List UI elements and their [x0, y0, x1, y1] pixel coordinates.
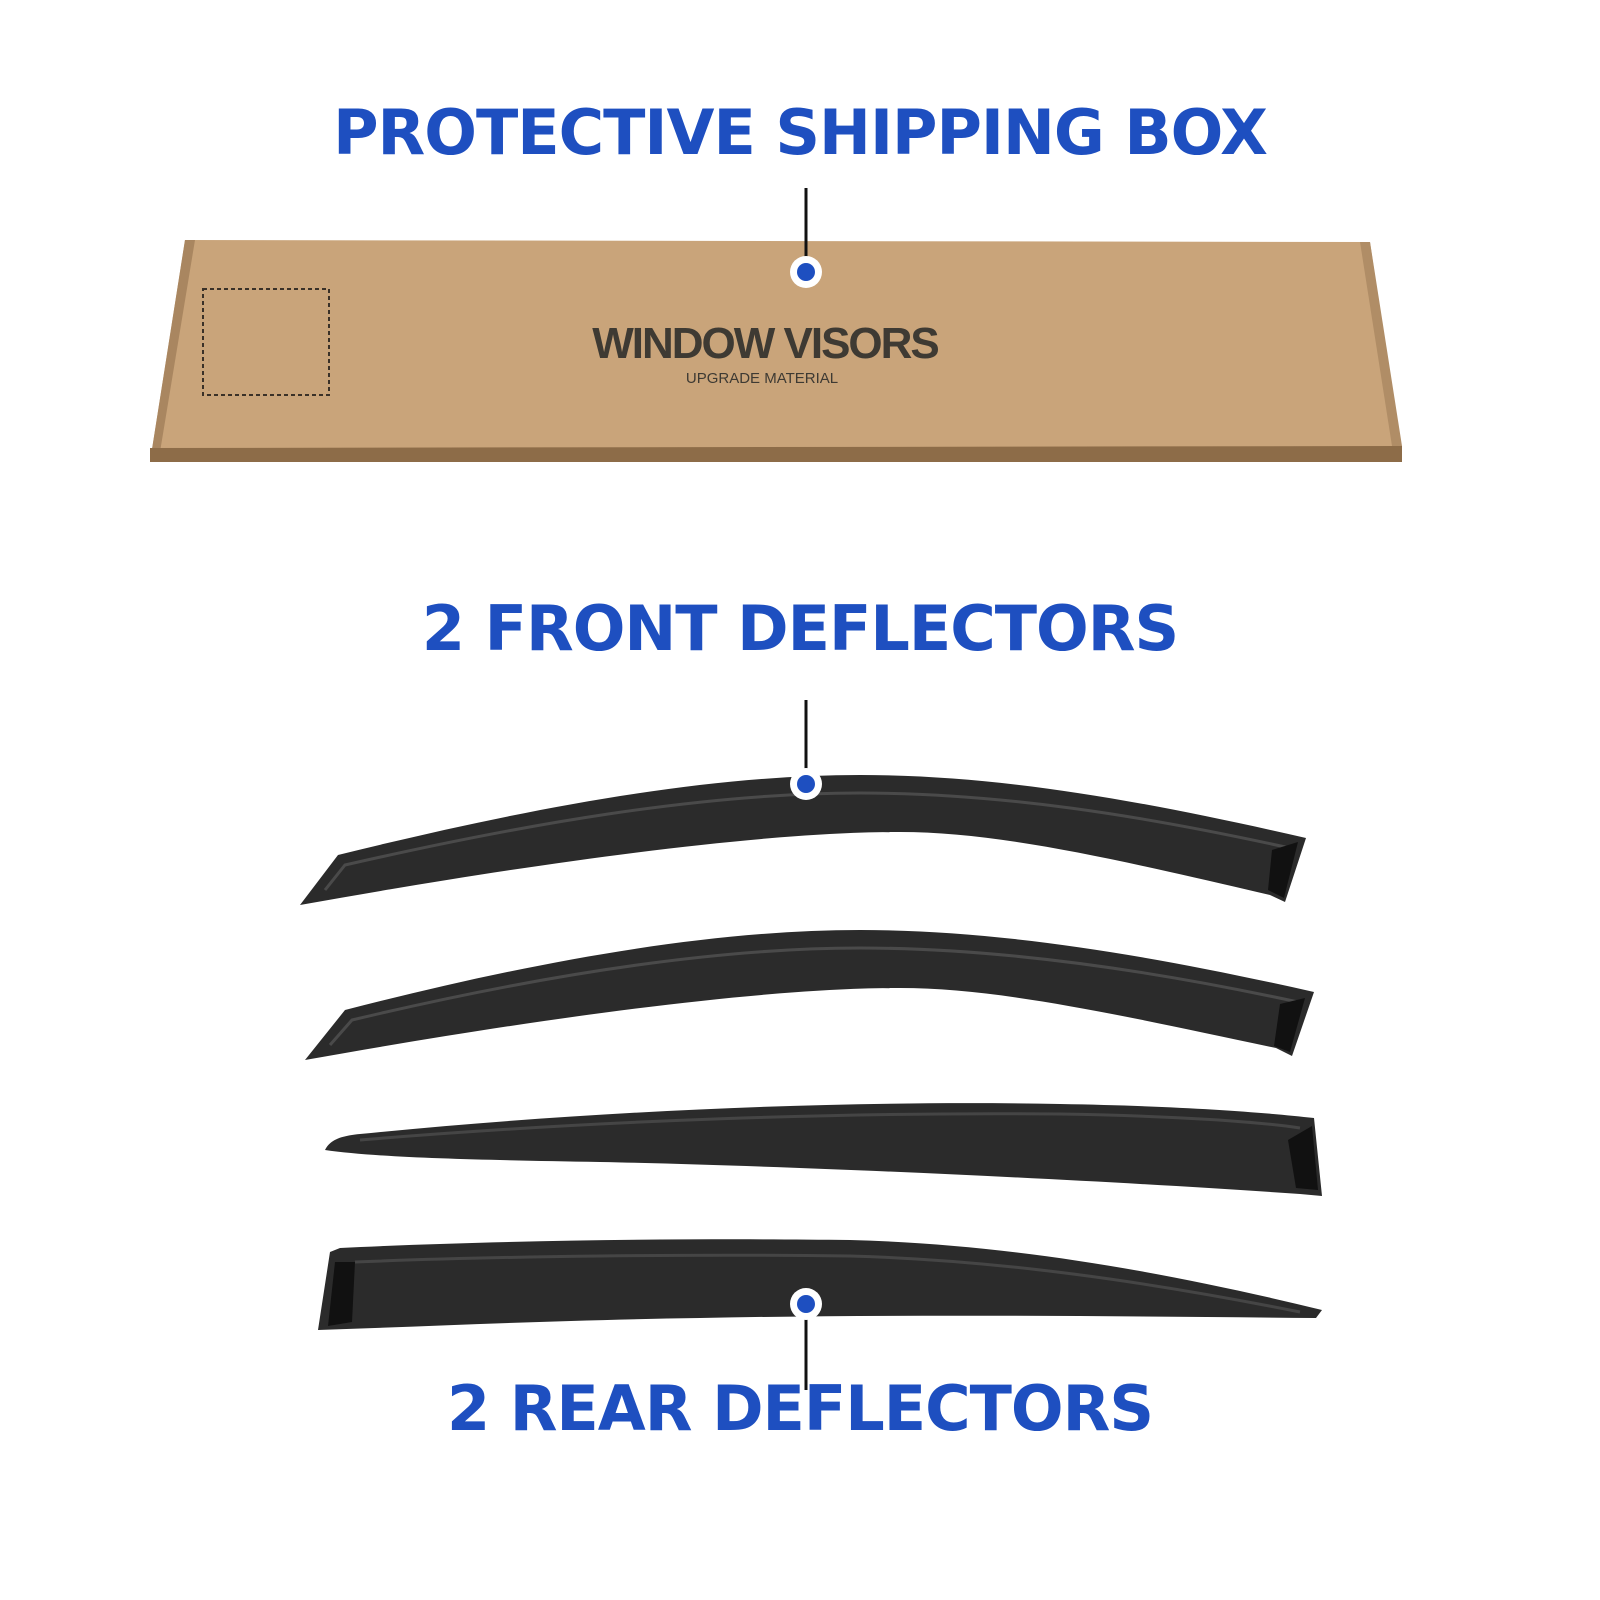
box-subtitle-text: UPGRADE MATERIAL — [686, 370, 838, 387]
callout-dot-icon — [797, 263, 815, 281]
label-front-deflectors: 2 FRONT DEFLECTORS — [421, 592, 1179, 665]
callout-dot-icon — [797, 775, 815, 793]
shipping-box: WINDOW VISORS UPGRADE MATERIAL — [150, 240, 1402, 462]
front-deflector-1 — [300, 775, 1306, 905]
callout-dot-icon — [797, 1295, 815, 1313]
rear-deflector-2 — [318, 1239, 1322, 1330]
rear-deflector-1 — [325, 1103, 1322, 1196]
label-shipping-box: PROTECTIVE SHIPPING BOX — [333, 96, 1268, 169]
label-rear-deflectors: 2 REAR DEFLECTORS — [446, 1372, 1154, 1445]
box-brand-text: WINDOW VISORS — [592, 319, 938, 368]
front-deflector-2 — [305, 930, 1314, 1060]
label-area — [202, 288, 330, 396]
